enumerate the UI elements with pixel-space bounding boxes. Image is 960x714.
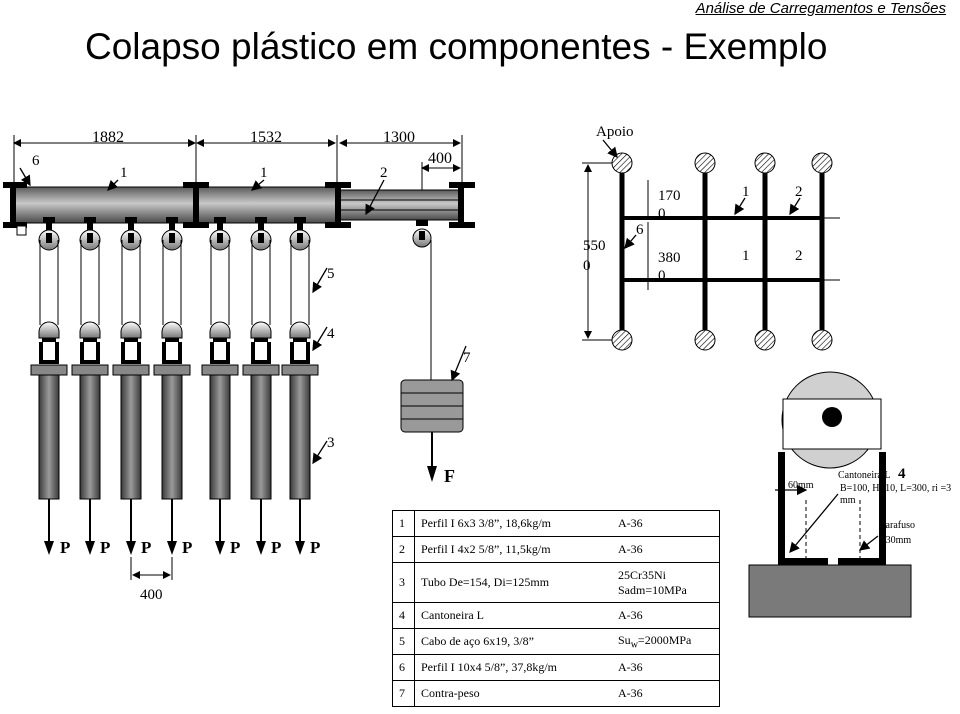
row-material: A-36 [612, 602, 720, 629]
label-7: 7 [463, 350, 471, 366]
bolt-label: Parafuso [880, 520, 915, 531]
dim-380: 380 [658, 250, 681, 266]
row-number: 7 [392, 680, 415, 707]
row-number: 3 [392, 562, 415, 603]
row-material: 25Cr35Ni Sadm=10MPa [612, 562, 720, 603]
row-number: 5 [392, 628, 415, 655]
corner-square [16, 225, 27, 236]
plan-label-1-top: 1 [742, 184, 750, 200]
table-row: 3 Tubo De=154, Di=125mm 25Cr35Ni Sadm=10… [392, 562, 720, 603]
callouts-left [19, 167, 467, 465]
course-header: Análise de Carregamentos e Tensões [695, 0, 946, 17]
row-number: 1 [392, 510, 415, 537]
material-alloy: 25Cr35Ni [618, 567, 666, 582]
detail-spec-a: B=100, H=10, L=300, ri =3 [840, 483, 951, 494]
load-labels: P P P P P P P [60, 538, 320, 557]
label-4: 4 [327, 326, 335, 342]
p-label-2: P [100, 538, 110, 557]
bottom-dimension [130, 557, 173, 580]
detail-gap: 60mm [788, 480, 814, 491]
dim-1300: 1300 [383, 129, 415, 146]
dim-550: 550 [583, 238, 606, 254]
p-label-6: P [271, 538, 281, 557]
dim-170-b: 0 [658, 206, 666, 222]
plan-label-2-bot: 2 [795, 248, 803, 264]
row-number: 6 [392, 654, 415, 681]
hanger-1 [30, 217, 68, 555]
table-row: 7 Contra-peso A-36 [392, 680, 720, 707]
row-material: A-36 [612, 654, 720, 681]
counterweight [400, 220, 464, 482]
dim-1532: 1532 [250, 129, 282, 146]
detail-spec-b: mm [840, 495, 856, 506]
beam-flanges [3, 182, 475, 228]
table-row: 4 Cantoneira L A-36 [392, 602, 720, 629]
force-label: F [444, 466, 455, 486]
table-row: 1 Perfil I 6x3 3/8”, 18,6kg/m A-36 [392, 510, 720, 537]
row-description: Perfil I 4x2 5/8”, 11,5kg/m [414, 536, 612, 563]
dim-550-b: 0 [583, 258, 591, 274]
p-label-4: P [182, 538, 192, 557]
plan-view [582, 139, 840, 351]
hanger-5 [201, 217, 239, 555]
label-1a: 1 [120, 165, 128, 181]
hanger-3 [112, 217, 150, 555]
slide-title: Colapso plástico em componentes - Exempl… [85, 26, 828, 67]
dim-170: 170 [658, 188, 681, 204]
p-label-7: P [310, 538, 320, 557]
row-number: 2 [392, 536, 415, 563]
row-description: Perfil I 6x3 3/8”, 18,6kg/m [414, 510, 612, 537]
row-number: 4 [392, 602, 415, 629]
row-material: Suw=2000MPa [612, 628, 720, 655]
row-description: Cabo de aço 6x19, 3/8” [414, 628, 612, 655]
plan-label-1-bot: 1 [742, 248, 750, 264]
materials-table: 1 Perfil I 6x3 3/8”, 18,6kg/m A-36 2 Per… [392, 510, 720, 707]
table-row: 5 Cabo de aço 6x19, 3/8” Suw=2000MPa [392, 628, 720, 655]
angle-detail [748, 371, 912, 618]
label-6-left: 6 [32, 153, 40, 169]
dim-400-top: 400 [428, 150, 452, 167]
main-beam [13, 186, 462, 224]
dim-380-b: 0 [658, 268, 666, 284]
row-description: Cantoneira L [414, 602, 612, 629]
label-1b: 1 [260, 165, 268, 181]
hanger-2 [71, 217, 109, 555]
table-row: 2 Perfil I 4x2 5/8”, 11,5kg/m A-36 [392, 536, 720, 563]
hangers [30, 217, 319, 555]
detail-num: 4 [898, 466, 906, 482]
plan-label-2-top: 2 [795, 184, 803, 200]
su-label: Su [618, 632, 631, 647]
row-material: A-36 [612, 510, 720, 537]
label-5: 5 [327, 266, 335, 282]
label-3: 3 [327, 435, 335, 451]
table-row: 6 Perfil I 10x4 5/8”, 37,8kg/m A-36 [392, 654, 720, 681]
dim-400-bottom: 400 [140, 587, 163, 603]
row-material: A-36 [612, 536, 720, 563]
label-2: 2 [380, 165, 388, 181]
dim-1882: 1882 [92, 129, 124, 146]
apoio-label: Apoio [596, 124, 634, 140]
hanger-6 [242, 217, 280, 555]
p-label-1: P [60, 538, 70, 557]
p-label-5: P [230, 538, 240, 557]
row-material: A-36 [612, 680, 720, 707]
bolt-size: =30mm [880, 535, 911, 546]
material-stress: Sadm=10MPa [618, 582, 687, 597]
row-description: Tubo De=154, Di=125mm [414, 562, 612, 603]
row-description: Contra-peso [414, 680, 612, 707]
detail-label: Cantoneira L [838, 470, 890, 481]
su-value: =2000MPa [637, 632, 692, 647]
row-description: Perfil I 10x4 5/8”, 37,8kg/m [414, 654, 612, 681]
p-label-3: P [141, 538, 151, 557]
hanger-7 [281, 217, 319, 555]
hanger-4 [153, 217, 191, 555]
plan-label-6: 6 [636, 222, 644, 238]
su-subscript: w [630, 639, 638, 651]
